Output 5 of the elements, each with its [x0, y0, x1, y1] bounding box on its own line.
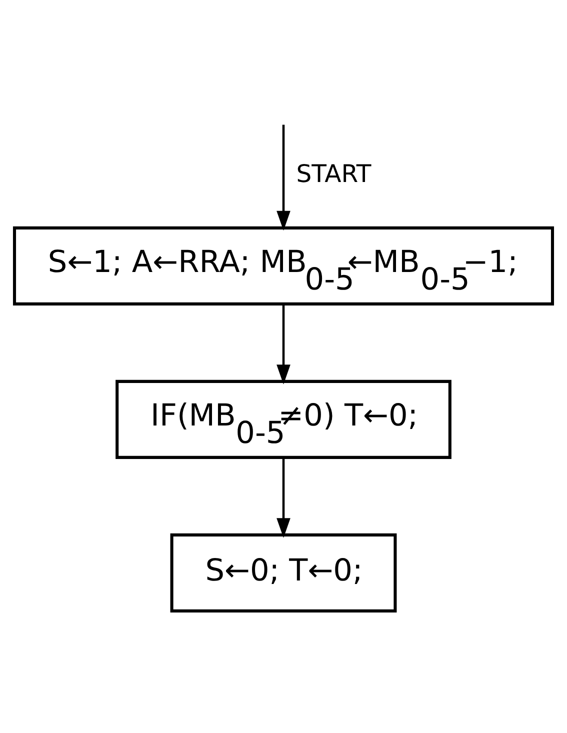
edge-label: START — [296, 158, 372, 188]
arrow — [276, 457, 290, 538]
node-box: S←0; T←0; — [170, 532, 397, 612]
arrow — [276, 124, 290, 230]
arrow — [276, 304, 290, 384]
